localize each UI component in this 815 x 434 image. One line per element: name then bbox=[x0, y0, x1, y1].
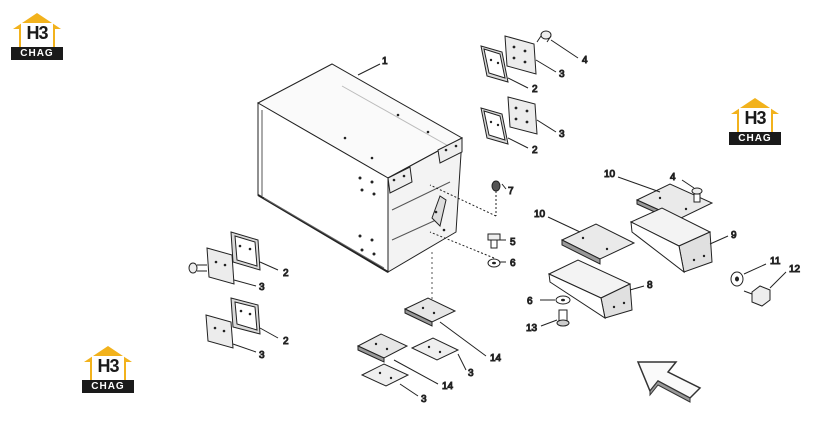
logo-mark: H3 bbox=[26, 23, 48, 43]
callout-3: 3 bbox=[259, 282, 265, 293]
pad-group-bottom bbox=[356, 297, 460, 387]
callout-2: 2 bbox=[283, 336, 289, 347]
plate-10-mid bbox=[560, 223, 636, 265]
house-icon bbox=[13, 13, 61, 47]
callout-2: 2 bbox=[532, 145, 538, 156]
direction-arrow-icon bbox=[636, 361, 702, 403]
logo-mark: H3 bbox=[744, 108, 766, 128]
pad-group-top-2 bbox=[480, 96, 538, 145]
callout-3: 3 bbox=[559, 69, 565, 80]
bracket-9 bbox=[629, 207, 713, 274]
callout-4: 4 bbox=[582, 55, 588, 66]
callout-9: 9 bbox=[731, 230, 737, 241]
callout-5: 5 bbox=[510, 237, 516, 248]
callout-6: 6 bbox=[527, 296, 533, 307]
logo-mark: H3 bbox=[97, 356, 119, 376]
logo-text: CHAG bbox=[11, 47, 63, 60]
bolt-13 bbox=[556, 309, 570, 327]
bracket-8 bbox=[547, 259, 633, 320]
logo-text: CHAG bbox=[82, 380, 134, 393]
callout-12: 12 bbox=[789, 264, 801, 275]
callout-14: 14 bbox=[442, 381, 454, 392]
brand-logo: H3 CHAG bbox=[80, 342, 136, 394]
callout-13: 13 bbox=[526, 323, 538, 334]
pad-group-top-1 bbox=[480, 35, 537, 83]
bolt-12 bbox=[743, 285, 771, 307]
house-icon bbox=[731, 98, 779, 132]
brand-logo: H3 CHAG bbox=[9, 9, 65, 61]
callout-2: 2 bbox=[283, 268, 289, 279]
washer-11 bbox=[730, 271, 744, 287]
callout-3: 3 bbox=[468, 368, 474, 379]
callout-11: 11 bbox=[770, 256, 781, 267]
brand-logo: H3 CHAG bbox=[727, 94, 783, 146]
pad-group-left-1 bbox=[206, 231, 261, 285]
callout-labels: 1 2 3 4 3 2 7 5 6 2 3 2 3 14 14 3 3 10 4… bbox=[259, 55, 802, 406]
bolt-4-top bbox=[536, 30, 552, 43]
callout-4: 4 bbox=[670, 172, 676, 183]
callout-3: 3 bbox=[421, 394, 427, 405]
callout-1: 1 bbox=[382, 56, 388, 67]
pad-group-left-2 bbox=[205, 297, 261, 349]
bolt-4-right bbox=[691, 187, 703, 203]
washer-6-left bbox=[429, 231, 501, 268]
fitting-5 bbox=[487, 233, 501, 249]
logo-text: CHAG bbox=[729, 132, 781, 145]
washer-6-right bbox=[555, 295, 571, 305]
bolt-left bbox=[188, 262, 207, 274]
callout-7: 7 bbox=[508, 186, 514, 197]
callout-2: 2 bbox=[532, 84, 538, 95]
callout-8: 8 bbox=[647, 280, 653, 291]
house-icon bbox=[84, 346, 132, 380]
box-housing bbox=[256, 63, 464, 273]
callout-10: 10 bbox=[534, 209, 546, 220]
callout-3: 3 bbox=[559, 129, 565, 140]
callout-14: 14 bbox=[490, 353, 502, 364]
fitting-7 bbox=[429, 180, 501, 217]
callout-3: 3 bbox=[259, 350, 265, 361]
leader-lines bbox=[232, 39, 787, 397]
callout-6: 6 bbox=[510, 258, 516, 269]
callout-10: 10 bbox=[604, 169, 616, 180]
